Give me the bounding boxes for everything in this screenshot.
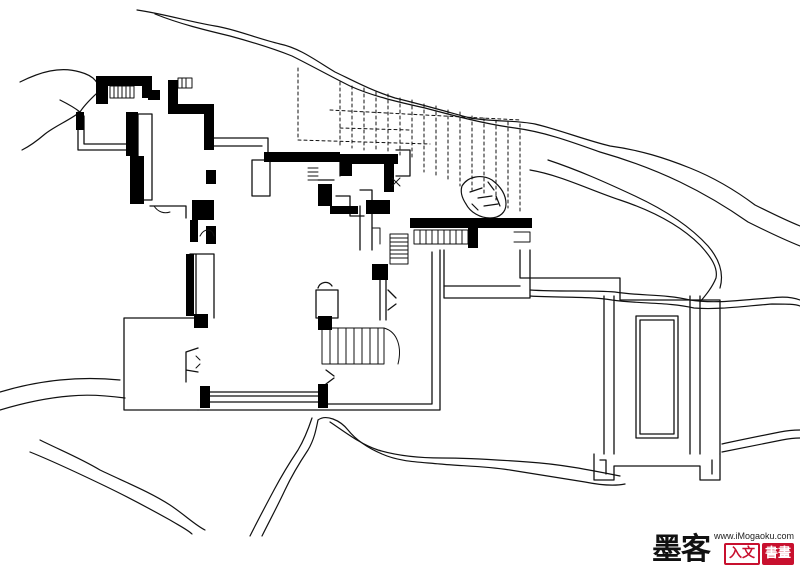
west-hall: [149, 205, 187, 219]
plunge-pool: [635, 315, 679, 439]
terrain-contours: [0, 9, 800, 537]
contour-right-low-2: [721, 437, 800, 453]
contour-right-slope-2: [547, 159, 723, 289]
stone-walls: [76, 76, 532, 408]
watermark-seal-2: 書畫: [761, 543, 794, 565]
west-terrace: [123, 317, 199, 411]
watermark-url: www.iMogaoku.com: [713, 531, 794, 541]
stair-north: [109, 85, 135, 99]
plan-marks: [153, 177, 531, 369]
east-terrace: [443, 249, 531, 299]
bridge-right: [689, 295, 701, 455]
boulder: [460, 176, 507, 219]
entry-door: [317, 281, 333, 289]
contour-stream-3: [329, 421, 621, 477]
west-room: [77, 111, 131, 151]
stair-kitchen: [307, 167, 319, 181]
bridge-left: [603, 295, 615, 455]
east-door-swing: [387, 289, 397, 311]
contour-right-slope: [529, 169, 717, 303]
watermark-brand: 墨客: [651, 532, 711, 567]
contour-upper-left: [19, 69, 100, 151]
south-edge-inner: [325, 251, 433, 405]
bridge-outline: [519, 249, 721, 455]
watermark-seal-1: 入文: [723, 543, 760, 565]
contour-top-2: [154, 13, 800, 247]
bridge-footing-2: [599, 459, 713, 475]
contour-left: [0, 377, 121, 393]
west-wall-thin: [189, 253, 215, 319]
contour-upper-left-2: [59, 99, 81, 113]
building-outline: [77, 111, 721, 481]
entry-box: [315, 289, 339, 319]
bridge-footing: [593, 453, 721, 481]
south-door-swing: [325, 369, 335, 385]
contour-stream-2: [249, 417, 313, 537]
east-wall-thin: [379, 275, 387, 321]
dining-notch: [317, 159, 341, 181]
corridor: [359, 189, 373, 251]
contour-right-low: [721, 429, 800, 445]
north-wing: [211, 137, 269, 153]
hatch-stair-top: [395, 149, 411, 177]
contour-bottom-left-2: [29, 451, 193, 535]
west-door-swing: [185, 347, 199, 383]
living-window: [203, 391, 323, 403]
contour-stream: [261, 417, 626, 537]
stair-east: [389, 233, 409, 265]
kitchen-counter: [251, 159, 271, 197]
contour-top: [136, 9, 800, 227]
trellis-dashes: [297, 67, 521, 215]
contour-mid-right-2: [529, 295, 800, 310]
stair-top-right: [177, 77, 193, 89]
south-edge: [197, 249, 441, 411]
contour-bottom-left: [39, 439, 206, 531]
plunge-pool-inner: [639, 319, 675, 435]
stair-terrace: [413, 229, 475, 245]
stair-hatch: [321, 327, 400, 365]
contour-left-2: [0, 394, 126, 411]
site-watermark: 墨客 www.iMogaoku.com 入文 書畫: [652, 531, 794, 565]
